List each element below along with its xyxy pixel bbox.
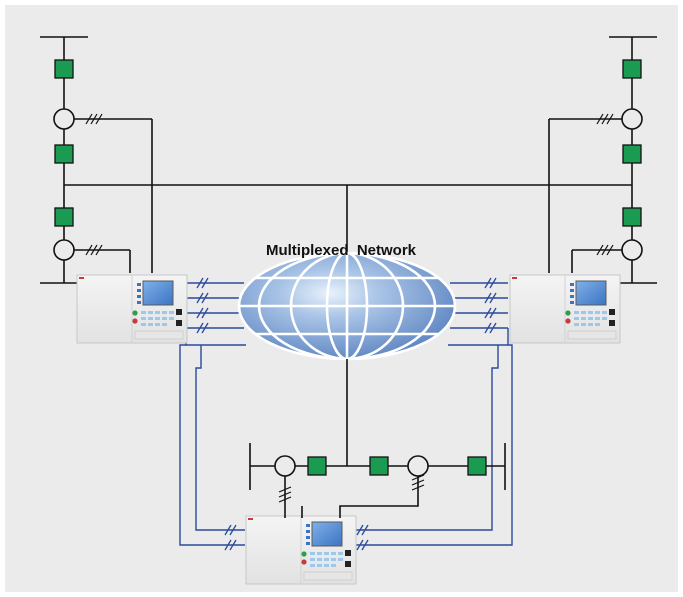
left-tick-marks xyxy=(85,113,103,256)
bottom-ct-2 xyxy=(407,455,429,477)
network-globe-icon xyxy=(237,251,457,361)
bottom-protection-relay xyxy=(245,515,357,585)
bottom-breaker-3 xyxy=(467,456,487,476)
bottom-ct-1 xyxy=(274,455,296,477)
right-protection-relay xyxy=(509,274,621,344)
left-ct-1 xyxy=(53,108,75,130)
communication-links xyxy=(179,282,513,546)
link-tick-marks xyxy=(196,277,497,551)
left-breaker-1 xyxy=(54,59,74,79)
right-ct-2 xyxy=(621,239,643,261)
left-protection-relay xyxy=(76,274,188,344)
right-breaker-2 xyxy=(622,144,642,164)
network-label: Multiplexed Network xyxy=(266,242,417,259)
right-tick-marks xyxy=(596,113,614,256)
bottom-breaker-2 xyxy=(369,456,389,476)
left-ct-2 xyxy=(53,239,75,261)
left-breaker-3 xyxy=(54,207,74,227)
right-ct-1 xyxy=(621,108,643,130)
bottom-breaker-1 xyxy=(307,456,327,476)
left-breaker-2 xyxy=(54,144,74,164)
right-breaker-1 xyxy=(622,59,642,79)
right-breaker-3 xyxy=(622,207,642,227)
